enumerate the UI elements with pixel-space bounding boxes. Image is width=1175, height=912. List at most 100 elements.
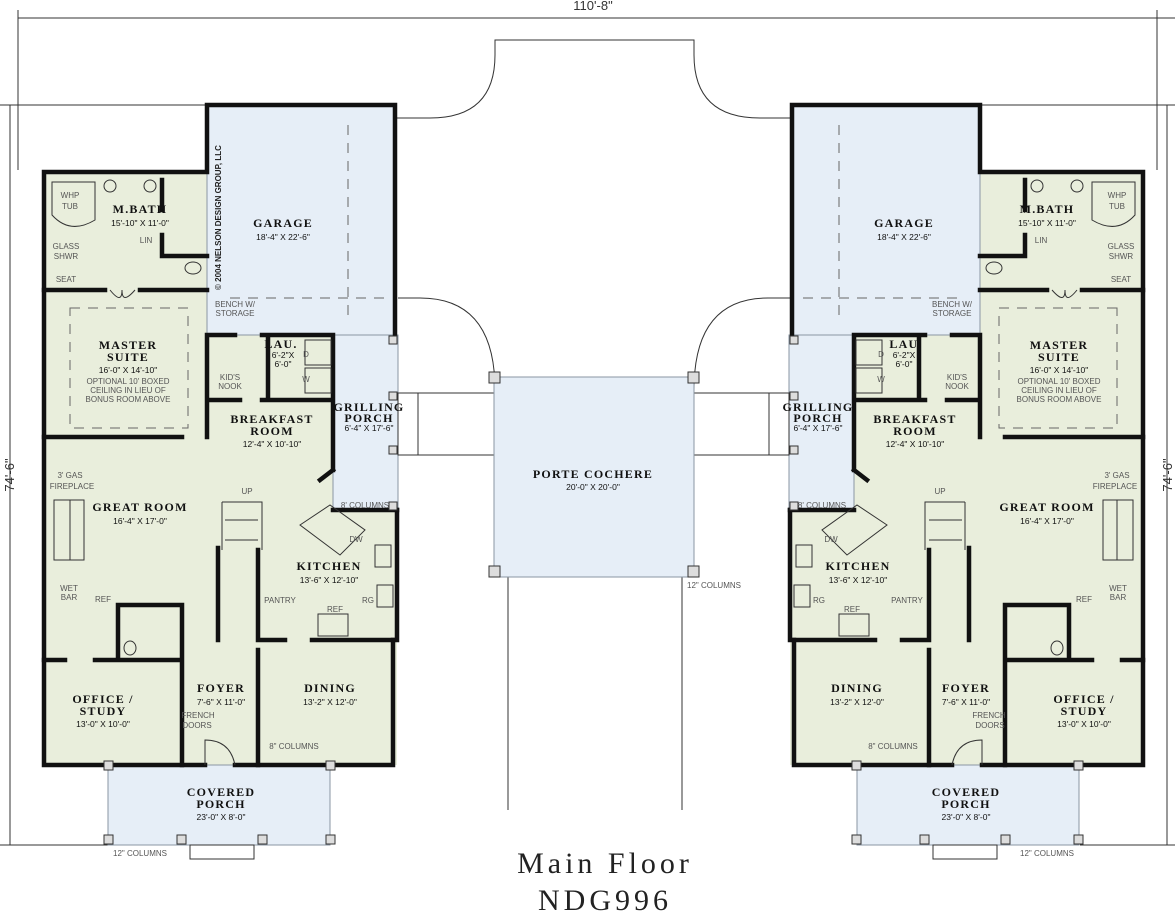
right-wet-bar-label: BAR bbox=[1110, 593, 1127, 602]
right-master-size: 16'-0" X 14'-10" bbox=[1030, 365, 1088, 375]
right-master-note: OPTIONAL 10' BOXED bbox=[1017, 377, 1100, 386]
left-master-note: CEILING IN LIEU OF bbox=[90, 386, 166, 395]
left-office-name-2: STUDY bbox=[80, 704, 127, 718]
right-fireplace-label: 3' GAS bbox=[1104, 471, 1129, 480]
right-covered-porch-name: COVERED bbox=[932, 785, 1000, 799]
right-kitchen-name: KITCHEN bbox=[825, 559, 890, 573]
left-covered-porch-name-2: PORCH bbox=[196, 797, 245, 811]
right-breakfast-name-2: ROOM bbox=[893, 424, 936, 438]
right-seat-label: SEAT bbox=[1111, 275, 1131, 284]
right-foyer-size: 7'-6" X 11'-0" bbox=[942, 697, 990, 707]
left-french-doors-label: DOORS bbox=[182, 721, 211, 730]
left-tub-label: TUB bbox=[62, 202, 78, 211]
porte-cochere-name: PORTE COCHERE bbox=[533, 467, 653, 481]
right-grilling-porch-name-2: PORCH bbox=[793, 411, 842, 425]
left-range-label: RG bbox=[362, 596, 374, 605]
left-wet-bar-label: BAR bbox=[61, 593, 78, 602]
left-fireplace-label: 3' GAS bbox=[57, 471, 82, 480]
right-great-room-size: 16'-4" X 17'-0" bbox=[1020, 516, 1074, 526]
right-dishwasher-label: DW bbox=[824, 535, 838, 544]
right-bench-label: BENCH W/ bbox=[932, 300, 973, 309]
left-refrigerator-label: REF bbox=[327, 605, 343, 614]
right-kids-nook-label: KID'S bbox=[947, 373, 967, 382]
covered-porch-floor bbox=[107, 764, 331, 846]
left-grilling-porch-name: GRILLING bbox=[334, 400, 405, 414]
porte-cochere-size: 20'-0" X 20'-0" bbox=[566, 482, 620, 492]
left-shower-label: GLASS bbox=[53, 242, 80, 251]
left-grilling-porch-size: 6'-4" X 17'-6" bbox=[345, 423, 394, 433]
right-laundry-size: 6'-0" bbox=[896, 359, 913, 369]
garage-floor bbox=[206, 104, 396, 336]
left-stair-up-label: UP bbox=[241, 487, 252, 496]
plan-number: NDG996 bbox=[538, 884, 672, 912]
left-dining-name: DINING bbox=[304, 681, 356, 695]
left-dishwasher-label: DW bbox=[349, 535, 363, 544]
left-garage-name: GARAGE bbox=[253, 216, 313, 230]
right-master-note: BONUS ROOM ABOVE bbox=[1017, 395, 1102, 404]
left-master-note: BONUS ROOM ABOVE bbox=[86, 395, 171, 404]
room-labels: M.BATH 15'-10" X 11'-0" GARAGE 18'-4" X 22'… bbox=[50, 191, 1137, 858]
left-linen-label: LIN bbox=[140, 236, 153, 245]
right-tub-label: WHP bbox=[1108, 191, 1127, 200]
left-laundry-size: 6'-2"X bbox=[272, 350, 295, 360]
right-french-doors-label: FRENCH bbox=[972, 711, 1006, 720]
right-bench-label: STORAGE bbox=[933, 309, 972, 318]
right-covered-porch-name-2: PORCH bbox=[941, 797, 990, 811]
right-master-name: MASTER bbox=[1030, 338, 1089, 352]
right-office-name-2: STUDY bbox=[1061, 704, 1108, 718]
right-grilling-porch-size: 6'-4" X 17'-6" bbox=[794, 423, 843, 433]
left-seat-label: SEAT bbox=[56, 275, 76, 284]
right-kids-nook-label: NOOK bbox=[945, 382, 969, 391]
left-master-note: OPTIONAL 10' BOXED bbox=[86, 377, 169, 386]
right-great-room-name: GREAT ROOM bbox=[999, 500, 1094, 514]
right-office-size: 13'-0" X 10'-0" bbox=[1057, 719, 1111, 729]
left-breakfast-name: BREAKFAST bbox=[230, 412, 313, 426]
left-laundry-size: 6'-0" bbox=[275, 359, 292, 369]
right-foyer-name: FOYER bbox=[942, 681, 990, 695]
unit-right-geometry bbox=[769, 105, 1143, 859]
left-breakfast-size: 12'-4" X 10'-10" bbox=[243, 439, 301, 449]
right-pantry-label: PANTRY bbox=[891, 596, 923, 605]
right-covered-porch-size: 23'-0" X 8'-0" bbox=[942, 812, 991, 822]
right-washer-label: W bbox=[877, 375, 885, 384]
right-laundry-size: 6'-2"X bbox=[893, 350, 916, 360]
left-wet-bar-label: WET bbox=[60, 584, 78, 593]
left-covered-porch-size: 23'-0" X 8'-0" bbox=[197, 812, 246, 822]
left-refrigerator-label: REF bbox=[95, 595, 111, 604]
depth-dimension-left: 74'-6" bbox=[2, 458, 17, 492]
left-master-name: MASTER bbox=[99, 338, 158, 352]
right-garage-name: GARAGE bbox=[874, 216, 934, 230]
right-garage-size: 18'-4" X 22'-6" bbox=[877, 232, 931, 242]
left-kids-nook-label: KID'S bbox=[220, 373, 240, 382]
copyright-notice: © 2004 NELSON DESIGN GROUP, LLC bbox=[214, 145, 223, 290]
right-master-note: CEILING IN LIEU OF bbox=[1021, 386, 1097, 395]
right-refrigerator-label: REF bbox=[1076, 595, 1092, 604]
left-office-size: 13'-0" X 10'-0" bbox=[76, 719, 130, 729]
depth-dimension-right: 74'-6" bbox=[1160, 458, 1175, 492]
right-dining-name: DINING bbox=[831, 681, 883, 695]
left-shower-label: SHWR bbox=[54, 252, 79, 261]
right-range-label: RG bbox=[813, 596, 825, 605]
right-laundry-name: LAU. bbox=[889, 337, 922, 351]
left-garage-size: 18'-4" X 22'-6" bbox=[256, 232, 310, 242]
left-dining-size: 13'-2" X 12'-0" bbox=[303, 697, 357, 707]
left-kitchen-size: 13'-6" X 12'-10" bbox=[300, 575, 358, 585]
left-covered-porch-name: COVERED bbox=[187, 785, 255, 799]
left-bench-label: BENCH W/ bbox=[215, 300, 256, 309]
right-shower-label: GLASS bbox=[1108, 242, 1135, 251]
left-mbath-name: M.BATH bbox=[113, 202, 168, 216]
right-dryer-label: D bbox=[878, 350, 884, 359]
left-breakfast-name-2: ROOM bbox=[250, 424, 293, 438]
left-master-size: 16'-0" X 14'-10" bbox=[99, 365, 157, 375]
left-washer-label: W bbox=[302, 375, 310, 384]
width-dimension: 110'-8" bbox=[573, 0, 613, 13]
right-mbath-size: 15'-10" X 11'-0" bbox=[1018, 218, 1076, 228]
right-wet-bar-label: WET bbox=[1109, 584, 1127, 593]
left-kitchen-name: KITCHEN bbox=[296, 559, 361, 573]
left-great-room-name: GREAT ROOM bbox=[92, 500, 187, 514]
left-columns-label: 12" COLUMNS bbox=[113, 849, 167, 858]
left-foyer-name: FOYER bbox=[197, 681, 245, 695]
right-shower-label: SHWR bbox=[1109, 252, 1134, 261]
left-columns-label: 8" COLUMNS bbox=[269, 742, 319, 751]
